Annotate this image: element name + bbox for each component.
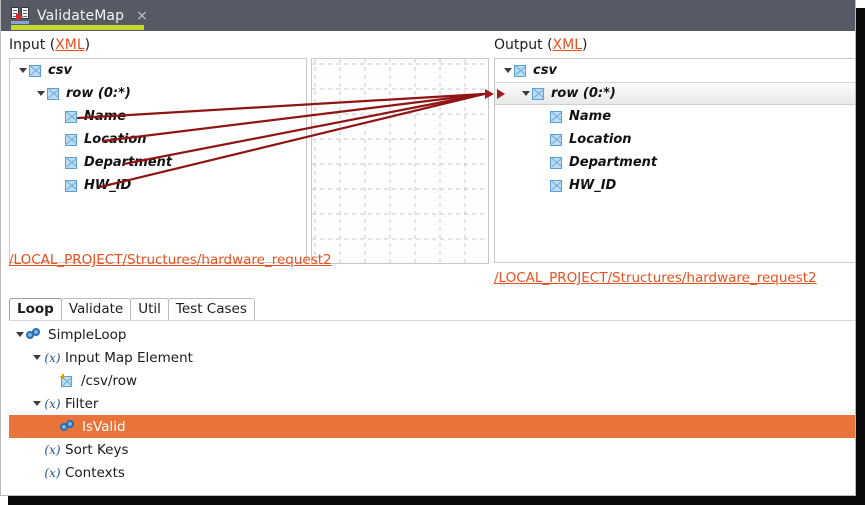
editor-tab-label: ValidateMap [37,7,125,24]
loop-detail-tree[interactable]: SimpleLoop (x) Input Map Element/csv/row (x… [9,323,855,488]
mapping-canvas-panel[interactable] [311,58,489,264]
loop-tree-row-label: IsValid [82,418,126,435]
output-label-suffix: ) [582,37,588,53]
input-tree-item-label: Name [84,109,127,124]
chevron-down-icon[interactable] [30,355,43,360]
input-tree-item-row[interactable]: csv [10,59,306,82]
variable-x-icon: (x) [44,465,61,480]
input-tree-item-row[interactable]: HW_ID [10,174,306,197]
input-tree-item-label: Department [84,155,173,170]
output-tree-item-row[interactable]: HW_ID [495,174,855,197]
loop-tree-row[interactable]: SimpleLoop [9,323,855,346]
element-checkbox-icon[interactable] [514,64,526,77]
output-tree-item-label: Name [569,109,612,124]
loop-tree-row[interactable]: /csv/row [9,369,855,392]
input-tree-item-label: row (0:*) [66,86,131,101]
input-tree-item-label: csv [48,63,72,78]
element-checkbox-icon[interactable] [29,64,41,77]
loop-tree-row[interactable]: (x) Input Map Element [9,346,855,369]
input-tree-item-label: HW_ID [84,178,132,193]
title-bar: ValidateMap × [1,0,855,31]
input-tree-item-row[interactable]: Name [10,105,306,128]
variable-x-icon: (x) [44,350,61,365]
output-tree-item-label: Location [569,132,632,147]
bottom-tab-loop[interactable]: Loop [9,298,62,320]
loop-tree-row-label: Contexts [65,464,125,481]
chevron-down-icon[interactable] [519,91,532,96]
element-checkbox-icon[interactable] [532,87,544,100]
output-tree-item-label: HW_ID [569,178,617,193]
chain-link-icon [26,327,43,342]
output-tree-item-row[interactable]: Department [495,151,855,174]
input-structure-path-link[interactable]: /LOCAL_PROJECT/Structures/hardware_reque… [9,252,332,268]
input-xml-link[interactable]: XML [55,37,85,53]
element-checkbox-icon[interactable] [550,179,562,192]
chain-link-icon [60,419,77,434]
window-body: ValidateMap × Input (XML) Output (XML) c… [0,0,856,496]
tab-strip-divider [9,320,855,321]
output-tree-item-label: csv [533,63,557,78]
loop-tree-row-label: Sort Keys [65,441,129,458]
window-shadow-bottom [8,496,865,505]
map-element-icon [60,374,75,387]
input-tree-item-row[interactable]: Location [10,128,306,151]
element-checkbox-icon[interactable] [65,133,77,146]
loop-tree-row-label: Input Map Element [65,349,193,366]
variable-x-icon: (x) [44,442,61,457]
output-label-prefix: Output ( [494,37,553,53]
active-tab-accent-bar [11,25,144,30]
loop-tree-row-label: SimpleLoop [48,326,127,343]
chevron-down-icon[interactable] [501,68,514,73]
output-tree-item-row[interactable]: Name [495,105,855,128]
loop-tree-row[interactable]: IsValid [9,415,855,438]
element-checkbox-icon[interactable] [65,156,77,169]
input-label-suffix: ) [84,37,91,53]
chevron-down-icon[interactable] [30,401,43,406]
chevron-down-icon[interactable] [34,91,47,96]
element-checkbox-icon[interactable] [47,87,59,100]
element-checkbox-icon[interactable] [65,110,77,123]
loop-tree-row[interactable]: (x) Sort Keys [9,438,855,461]
element-checkbox-icon[interactable] [550,110,562,123]
close-icon[interactable]: × [136,7,148,24]
bottom-tab-test-cases[interactable]: Test Cases [167,298,255,320]
variable-x-icon: (x) [44,396,61,411]
output-xml-link[interactable]: XML [552,37,583,53]
element-checkbox-icon[interactable] [65,179,77,192]
red-arrow-marker-icon [497,88,505,99]
input-label-prefix: Input ( [9,37,56,53]
output-tree-item-label: row (0:*) [551,86,616,101]
loop-tree-row[interactable]: (x) Contexts [9,461,855,484]
loop-tree-row-label: Filter [65,395,99,412]
input-tree-item-row[interactable]: Department [10,151,306,174]
bottom-tab-util[interactable]: Util [130,298,169,320]
output-tree-item-row[interactable]: csv [495,59,855,82]
chevron-down-icon[interactable] [13,332,26,337]
editor-tab-validatemap[interactable]: ValidateMap × [1,0,148,31]
output-tree-item-row[interactable]: Location [495,128,855,151]
element-checkbox-icon[interactable] [550,156,562,169]
map-document-icon [11,7,29,24]
input-tree-item-label: Location [84,132,147,147]
output-section-label: Output (XML) [494,37,588,53]
loop-tree-row-label: /csv/row [81,372,138,389]
element-checkbox-icon[interactable] [550,133,562,146]
output-structure-path-link[interactable]: /LOCAL_PROJECT/Structures/hardware_reque… [494,270,817,286]
window-shadow-right [856,8,865,505]
output-tree-item-label: Department [569,155,658,170]
bottom-tab-validate[interactable]: Validate [60,298,132,320]
mapping-grid [312,59,488,263]
input-tree-item-row[interactable]: row (0:*) [10,82,306,105]
input-section-label: Input (XML) [9,37,90,53]
loop-tree-row[interactable]: (x) Filter [9,392,855,415]
output-tree-item-row[interactable]: row (0:*) [495,82,855,105]
chevron-down-icon[interactable] [16,68,29,73]
